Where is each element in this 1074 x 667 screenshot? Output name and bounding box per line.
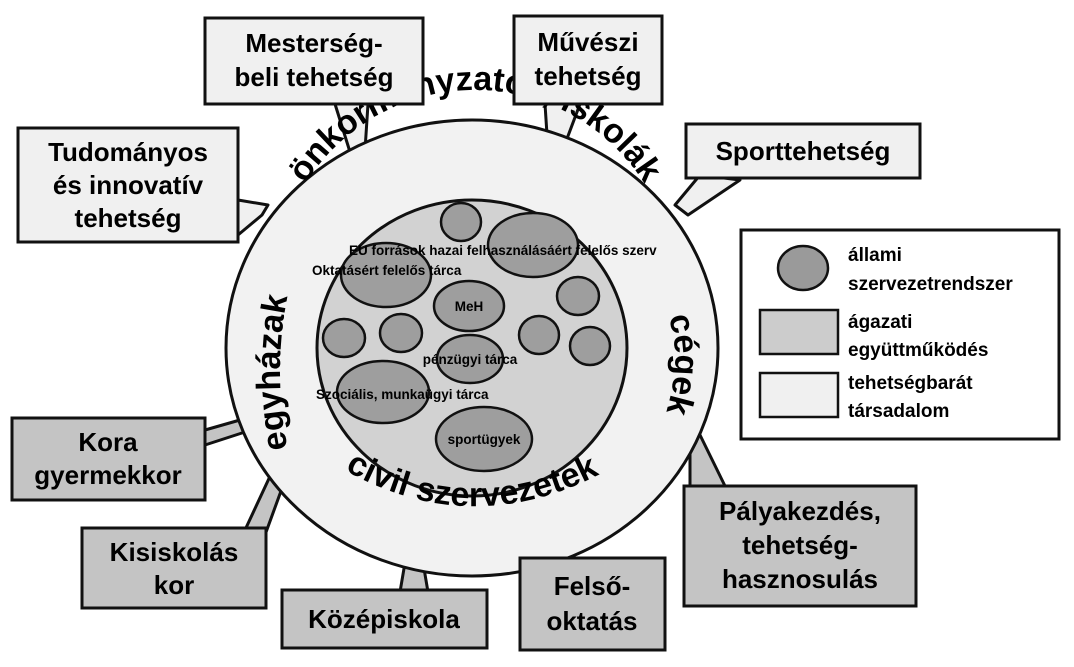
stage-box-kora-line2: gyermekkor	[34, 460, 181, 490]
org-bubble-right-2	[517, 314, 561, 356]
org-label-eu: EU források hazai felhasználásáért felel…	[349, 243, 657, 258]
org-bubble-oktatas	[339, 241, 433, 309]
legend-swatch-tarsadalom	[758, 371, 840, 419]
talent-box-tudomanyos-line3: tehetség	[75, 203, 182, 233]
legend-label-tarsadalom-line1: tehetségbarát	[848, 373, 973, 394]
legend-label-allami-line2: szervezetrendszer	[848, 274, 1013, 295]
talent-box-sport-line1: Sporttehetség	[716, 136, 891, 166]
talent-box-tudomanyos: Tudományos és innovatív tehetség	[16, 126, 240, 244]
stage-box-felso-line2: oktatás	[546, 606, 637, 636]
stage-box-felso: Felső- oktatás	[518, 556, 667, 652]
stage-box-kisiskolas: Kisiskolás kor	[80, 526, 268, 610]
org-label-oktatas: Oktatásért felelős tárca	[312, 263, 462, 278]
legend-swatch-allami	[776, 244, 830, 292]
stage-box-kora-line1: Kora	[78, 427, 138, 457]
org-label-meh: MeH	[455, 299, 484, 314]
stage-box-palyakezdes: Pályakezdés, tehetség- hasznosulás	[682, 484, 918, 608]
org-bubble-small-top	[439, 201, 483, 243]
org-bubble-eu	[486, 211, 580, 279]
talent-box-tudomanyos-line1: Tudományos	[48, 137, 208, 167]
stage-box-palyakezdes-line1: Pályakezdés,	[719, 496, 881, 526]
org-bubble-left-1	[321, 317, 367, 359]
talent-box-mesterseg-line2: beli tehetség	[235, 62, 394, 92]
legend-swatch-agazati	[758, 308, 840, 356]
legend-label-agazati-line2: együttműködés	[848, 340, 988, 361]
legend: állami szervezetrendszer ágazati együttm…	[739, 228, 1061, 441]
talent-box-tudomanyos-line2: és innovatív	[53, 170, 204, 200]
legend-label-tarsadalom-line2: társadalom	[848, 401, 949, 422]
org-label-szocialis: Szociális, munkaügyi tárca	[316, 387, 489, 402]
talent-box-sport: Sporttehetség	[684, 122, 922, 180]
stage-box-kisiskolas-line1: Kisiskolás	[110, 537, 239, 567]
talent-box-muveszi-line1: Művészi	[537, 27, 638, 57]
stage-box-kozepiskola-line1: Középiskola	[308, 604, 460, 634]
legend-label-allami-line1: állami	[848, 245, 902, 266]
org-label-sport: sportügyek	[448, 432, 521, 447]
org-bubble-meh	[432, 279, 506, 333]
org-bubbles	[321, 201, 612, 473]
org-label-penzugyi: pénzügyi tárca	[423, 352, 518, 367]
talent-box-muveszi-line2: tehetség	[535, 61, 642, 91]
talent-box-mesterseg-line1: Mesterség-	[245, 28, 382, 58]
org-bubble-right-3	[568, 325, 612, 367]
talent-box-mesterseg: Mesterség- beli tehetség	[203, 16, 425, 106]
org-bubble-right-1	[555, 275, 601, 317]
org-bubble-penzugyi	[435, 333, 505, 385]
legend-label-agazati-line1: ágazati	[848, 312, 912, 333]
org-bubble-sport	[434, 405, 534, 473]
talent-box-muveszi: Művészi tehetség	[512, 14, 664, 106]
stage-box-palyakezdes-line2: tehetség-	[742, 530, 858, 560]
org-bubble-left-2	[378, 312, 424, 354]
stage-box-felso-line1: Felső-	[554, 571, 631, 601]
stage-box-palyakezdes-line3: hasznosulás	[722, 564, 878, 594]
connector-sport	[673, 173, 742, 217]
stage-box-kora: Kora gyermekkor	[10, 416, 207, 502]
stage-box-kozepiskola: Középiskola	[280, 588, 489, 650]
org-bubble-szocialis	[335, 359, 431, 425]
ring-label-left: egyházak	[250, 291, 296, 454]
stage-box-kisiskolas-line2: kor	[154, 570, 194, 600]
